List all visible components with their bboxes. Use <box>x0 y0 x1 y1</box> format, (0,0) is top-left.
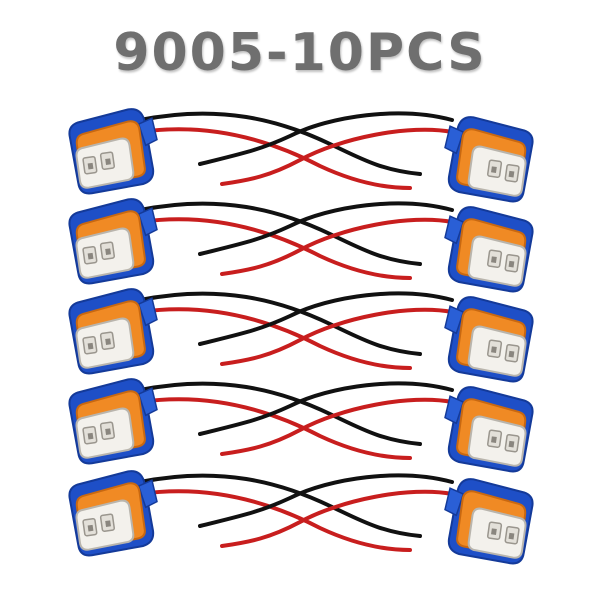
harness-pair-5 <box>67 468 535 565</box>
harness-pair-3 <box>67 286 535 383</box>
harness-pair-4 <box>67 376 535 473</box>
harness-pair-1 <box>67 106 535 203</box>
harness-pair-2 <box>67 196 535 293</box>
product-title: 9005-10PCS <box>113 23 487 83</box>
